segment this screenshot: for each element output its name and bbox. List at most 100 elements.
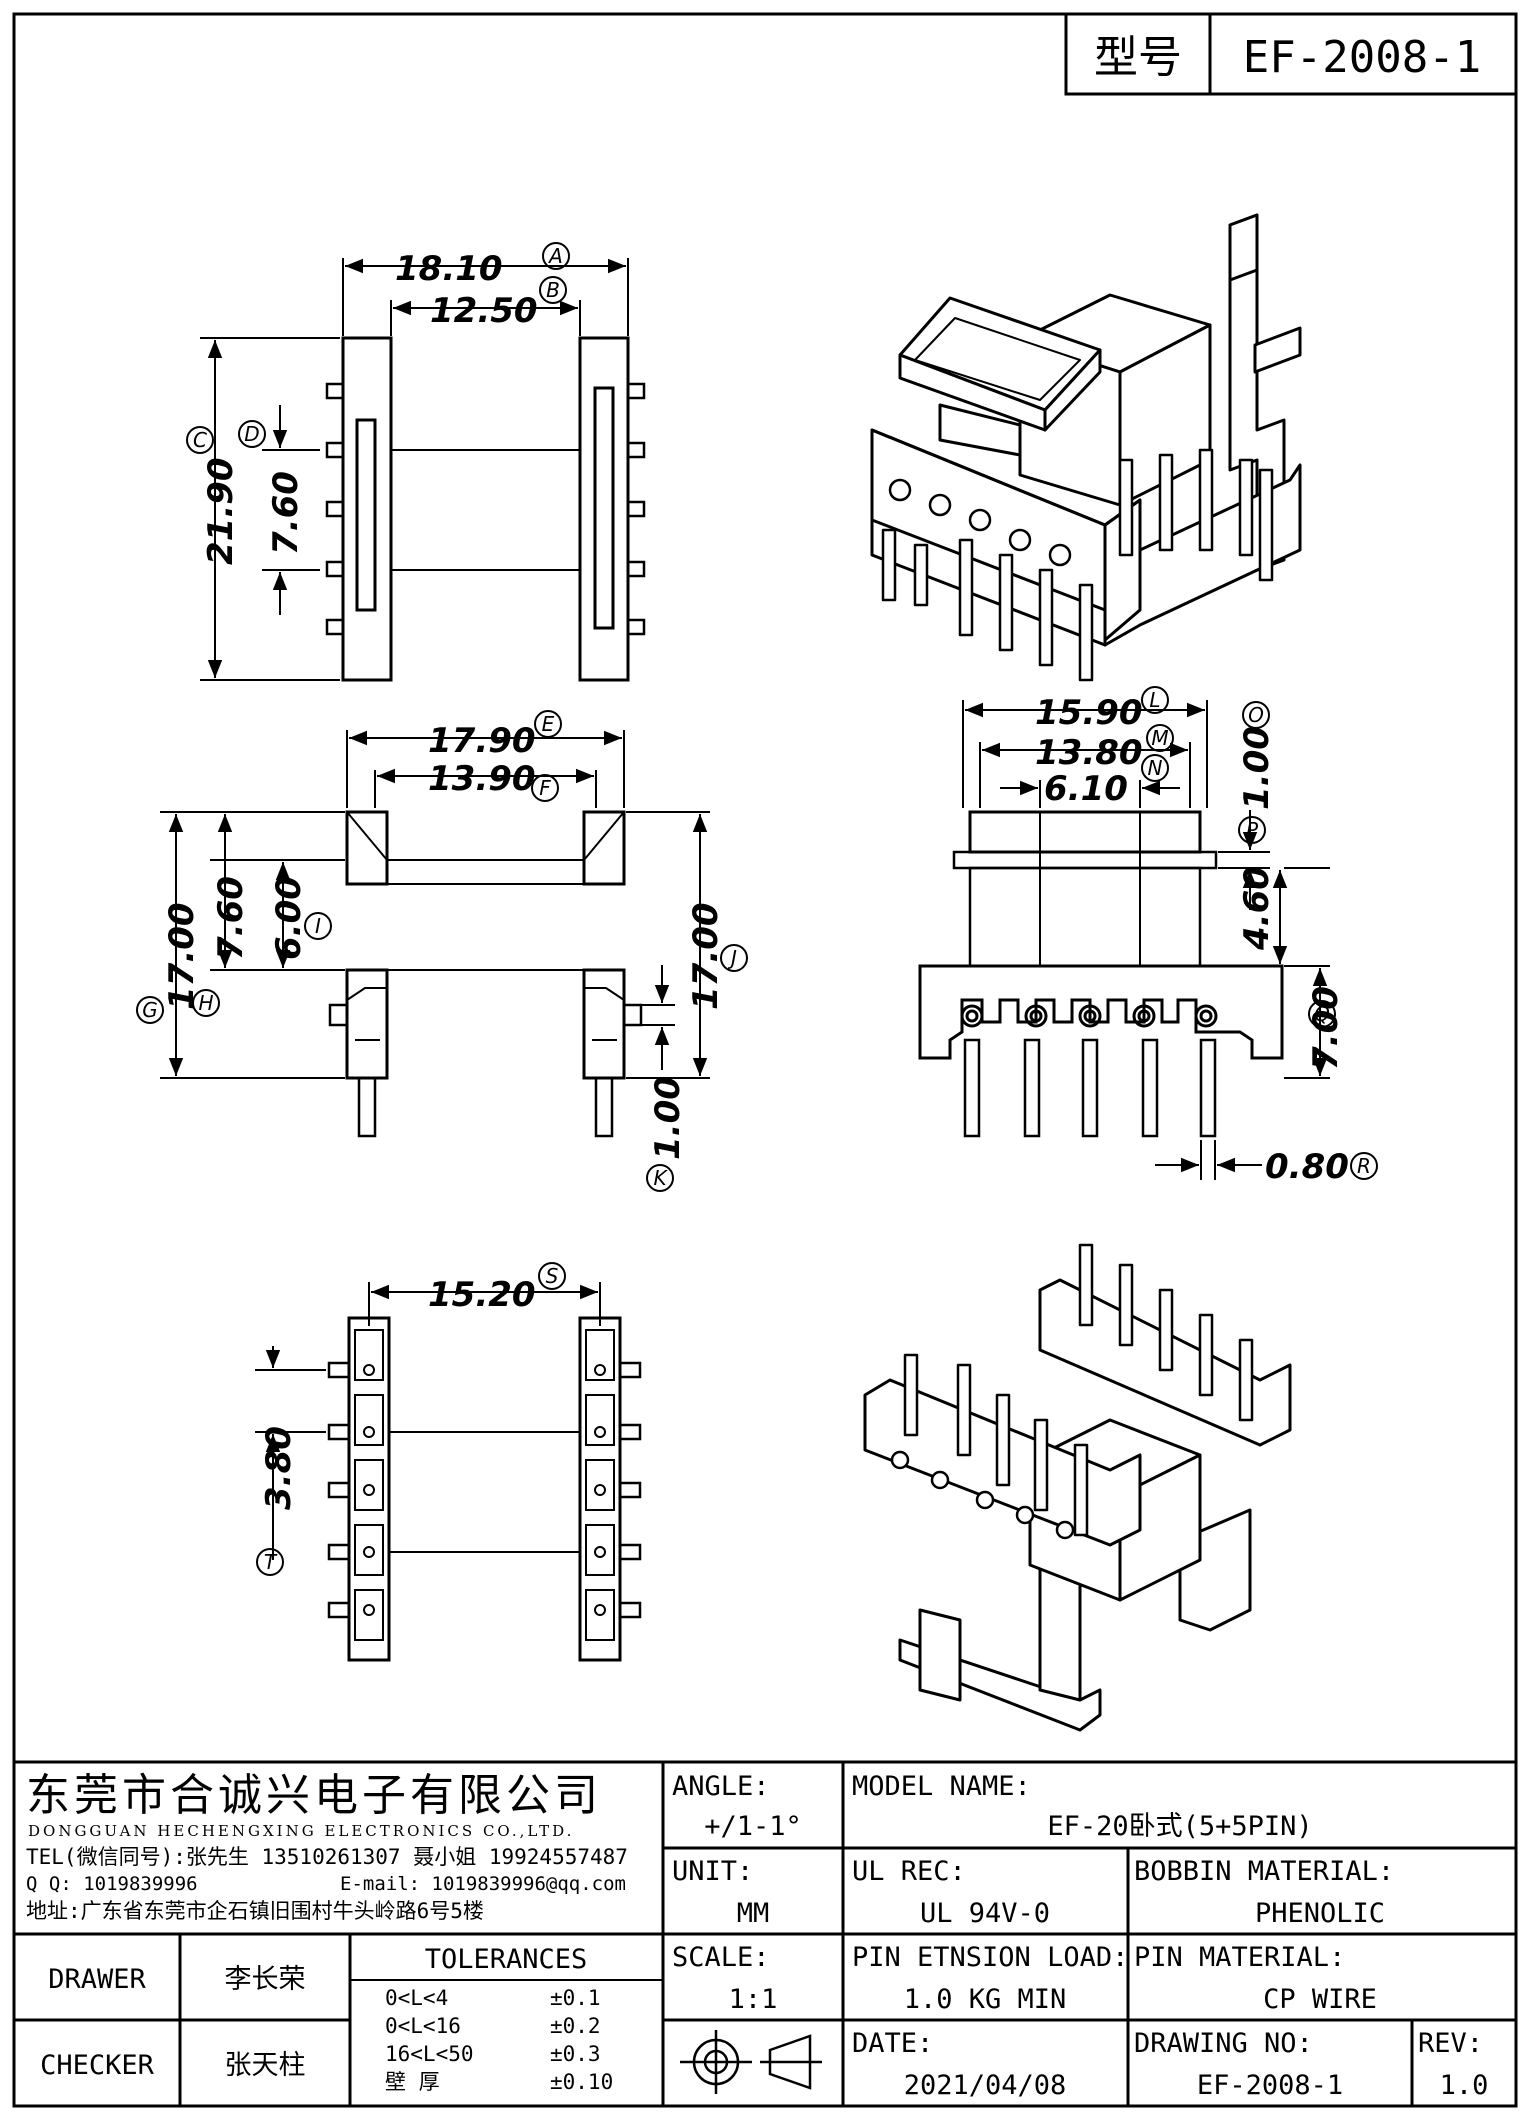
tol-range-4: 壁 厚 xyxy=(385,2070,440,2094)
date-label: DATE: xyxy=(852,2028,933,2059)
top-view-dims xyxy=(200,258,629,681)
drawing-no-label: DRAWING NO: xyxy=(1134,2028,1313,2059)
pin-material-label: PIN MATERIAL: xyxy=(1134,1942,1345,1973)
isometric-view-bottom xyxy=(863,1243,1292,1732)
pin-material-value: CP WIRE xyxy=(1263,1984,1377,2015)
dim-r-value: 0.80 xyxy=(1265,1147,1349,1187)
dim-f-value: 13.90 xyxy=(428,759,536,799)
company-name-en: DONGGUAN HECHENGXING ELECTRONICS CO.,LTD… xyxy=(28,1822,574,1840)
dim-i-tag: I xyxy=(315,914,321,938)
dim-h-tag: H xyxy=(198,991,213,1015)
side-view xyxy=(918,810,1284,1138)
rev-value: 1.0 xyxy=(1440,2070,1489,2101)
dim-b-tag: B xyxy=(546,278,560,302)
bottom-view-dims xyxy=(255,1282,601,1560)
dim-l-tag: L xyxy=(1149,688,1160,712)
dim-l-value: 15.90 xyxy=(1035,693,1143,733)
front-view-labels: 17.90 E 13.90 F 17.00 G 7.60 H 6.00 I 17… xyxy=(136,710,748,1192)
pin-load-label: PIN ETNSION LOAD: xyxy=(852,1942,1128,1973)
dim-p-value: 4.60 xyxy=(1237,866,1277,951)
company-email: E-mail: 1019839996@qq.com xyxy=(340,1873,626,1895)
tol-value-1: ±0.1 xyxy=(550,1986,601,2010)
unit-value: MM xyxy=(737,1898,770,1929)
dim-e-value: 17.90 xyxy=(428,721,536,761)
company-tel: TEL(微信同号):张先生 13510261307 聂小姐 1992455748… xyxy=(26,1845,628,1869)
title-block xyxy=(14,1760,1516,2106)
dim-d-value: 7.60 xyxy=(266,471,306,555)
tol-value-2: ±0.2 xyxy=(550,2014,601,2038)
company-info: 东莞市合诚兴电子有限公司 DONGGUAN HECHENGXING ELECTR… xyxy=(26,1770,628,1923)
model-label: 型号 xyxy=(1094,32,1182,83)
dim-a-value: 18.10 xyxy=(395,249,503,289)
dim-g-tag: G xyxy=(142,998,158,1022)
model-number: EF-2008-1 xyxy=(1243,32,1481,83)
company-name-cn: 东莞市合诚兴电子有限公司 xyxy=(26,1770,602,1821)
rev-label: REV: xyxy=(1418,2028,1483,2059)
tol-range-1: 0<L<4 xyxy=(385,1986,448,2010)
angle-label: ANGLE: xyxy=(672,1771,770,1802)
scale-label: SCALE: xyxy=(672,1942,770,1973)
dim-k-tag: K xyxy=(653,1166,668,1190)
tol-range-2: 0<L<16 xyxy=(385,2014,461,2038)
front-view xyxy=(328,810,643,1138)
dim-c-tag: C xyxy=(193,428,207,452)
bobbin-material-label: BOBBIN MATERIAL: xyxy=(1134,1856,1394,1887)
dim-b-value: 12.50 xyxy=(430,291,538,331)
dim-j-value: 17.00 xyxy=(686,902,726,1010)
front-view-dims xyxy=(160,730,710,1079)
scale-value: 1:1 xyxy=(729,1984,778,2015)
company-address: 地址:广东省东莞市企石镇旧围村牛头岭路6号5楼 xyxy=(26,1899,484,1923)
dim-e-tag: E xyxy=(542,712,555,736)
outer-frame xyxy=(12,12,1518,2108)
model-name-value: EF-20卧式(5+5PIN) xyxy=(1047,1811,1312,1842)
dim-n-value: 6.10 xyxy=(1044,769,1128,809)
bottom-view-labels: 15.20 S 3.80 T xyxy=(256,1262,566,1576)
bobbin-material-value: PHENOLIC xyxy=(1255,1898,1385,1929)
dim-g-value: 17.00 xyxy=(162,902,202,1010)
tol-value-4: ±0.10 xyxy=(550,2070,613,2094)
pin-load-value: 1.0 KG MIN xyxy=(904,1984,1067,2015)
dim-q-value: 7.00 xyxy=(1306,986,1346,1070)
tol-range-3: 16<L<50 xyxy=(385,2042,474,2066)
checker-name: 张天柱 xyxy=(225,2050,306,2081)
dim-k-value: 1.00 xyxy=(648,1076,688,1160)
side-view-dims xyxy=(962,700,1330,1180)
ul-rec-label: UL REC: xyxy=(852,1856,966,1887)
dim-m-value: 13.80 xyxy=(1035,733,1143,773)
title-block-fields: ANGLE: +/1-1° UNIT: MM SCALE: 1:1 MODEL … xyxy=(40,1771,1488,2101)
dim-i-value: 6.00 xyxy=(269,876,309,960)
dim-p-tag: P xyxy=(1246,818,1259,842)
isometric-view-top xyxy=(870,213,1302,682)
dim-r-tag: R xyxy=(1357,1154,1371,1178)
dim-j-tag: J xyxy=(727,946,737,970)
dim-t-tag: T xyxy=(264,1550,278,1574)
dim-s-tag: S xyxy=(546,1264,559,1288)
dim-f-tag: F xyxy=(539,776,551,800)
date-value: 2021/04/08 xyxy=(904,2070,1067,2101)
company-qq: Q Q: 1019839996 xyxy=(26,1873,198,1895)
dim-o-tag: O xyxy=(1248,703,1264,727)
bottom-view xyxy=(327,1316,642,1662)
projection-symbol-icon xyxy=(680,2030,822,2094)
dim-a-tag: A xyxy=(547,244,563,268)
dim-d-tag: D xyxy=(244,422,259,446)
top-view-labels: 18.10 A 12.50 B 21.90 C 7.60 D xyxy=(186,242,570,565)
dim-o-value: 1.00 xyxy=(1237,726,1277,810)
dim-m-tag: M xyxy=(1151,726,1168,750)
side-view-labels: 15.90 L 13.80 M 6.10 N 1.00 O P 4.60 7.0… xyxy=(1035,686,1378,1187)
tol-value-3: ±0.3 xyxy=(550,2042,601,2066)
checker-label: CHECKER xyxy=(40,2050,155,2081)
top-view xyxy=(325,336,646,682)
dim-c-value: 21.90 xyxy=(201,457,241,565)
dim-s-value: 15.20 xyxy=(428,1275,536,1315)
angle-value: +/1-1° xyxy=(704,1811,802,1842)
unit-label: UNIT: xyxy=(672,1856,753,1887)
drawing-no-value: EF-2008-1 xyxy=(1197,2070,1343,2101)
dim-q-tag: Q xyxy=(1314,1002,1330,1026)
drawer-name: 李长荣 xyxy=(225,1964,306,1995)
tolerances-label: TOLERANCES xyxy=(425,1944,588,1975)
model-name-label: MODEL NAME: xyxy=(852,1771,1031,1802)
ul-rec-value: UL 94V-0 xyxy=(920,1898,1050,1929)
dim-h-value: 7.60 xyxy=(211,876,251,960)
